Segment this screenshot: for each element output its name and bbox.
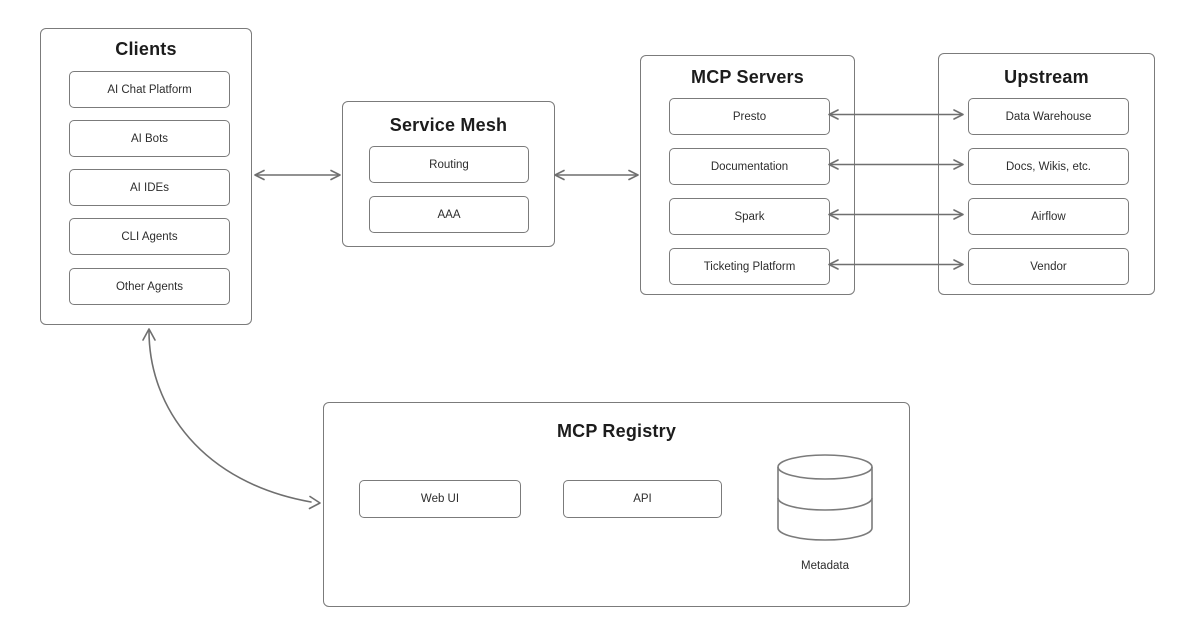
node-label: AI IDEs <box>130 181 169 194</box>
upstream-title: Upstream <box>1004 67 1089 87</box>
node-label: Spark <box>734 210 765 223</box>
node-label: AI Bots <box>130 132 169 145</box>
node-cli-agents: CLI Agents <box>69 218 230 255</box>
node-vendor: Vendor <box>968 248 1129 285</box>
service-mesh-title: Service Mesh <box>389 115 508 135</box>
node-ai-chat-platform: AI Chat Platform <box>69 71 230 108</box>
metadata-database-icon <box>770 448 880 553</box>
clients-title: Clients <box>115 39 177 59</box>
node-docs-wikis: Docs, Wikis, etc. <box>968 148 1129 185</box>
node-presto: Presto <box>669 98 830 135</box>
upstream-group: Upstream Data Warehouse Docs, Wikis, etc… <box>938 53 1155 295</box>
node-label: Other Agents <box>115 280 184 293</box>
node-label: CLI Agents <box>121 230 178 243</box>
mcp-servers-group: MCP Servers Presto Documentation Spark T… <box>640 55 855 295</box>
node-label: AI Chat Platform <box>107 83 192 96</box>
node-aaa: AAA <box>369 196 529 233</box>
mcp-registry-group: MCP Registry Web UI API <box>323 402 910 607</box>
node-data-warehouse: Data Warehouse <box>968 98 1129 135</box>
node-label: Data Warehouse <box>1005 110 1092 123</box>
node-routing: Routing <box>369 146 529 183</box>
metadata-label: Metadata <box>801 560 849 572</box>
arrow-registry-clients <box>142 328 321 510</box>
node-other-agents: Other Agents <box>69 268 230 305</box>
node-ticketing-platform: Ticketing Platform <box>669 248 830 285</box>
mcp-registry-title: MCP Registry <box>556 421 677 441</box>
node-label: Vendor <box>1030 260 1067 273</box>
node-documentation: Documentation <box>669 148 830 185</box>
node-label: Routing <box>429 158 469 171</box>
node-spark: Spark <box>669 198 830 235</box>
node-label: Airflow <box>1031 210 1066 223</box>
service-mesh-group: Service Mesh Routing AAA <box>342 101 555 247</box>
node-label: Presto <box>732 110 767 123</box>
clients-group: Clients AI Chat Platform AI Bots AI IDEs… <box>40 28 252 325</box>
node-label: Web UI <box>420 493 460 505</box>
node-label: Ticketing Platform <box>703 260 796 273</box>
arrow-servicemesh-mcpservers <box>554 169 639 181</box>
mcp-servers-title: MCP Servers <box>691 67 804 87</box>
node-ai-ides: AI IDEs <box>69 169 230 206</box>
node-label: API <box>633 493 652 505</box>
node-label: Documentation <box>710 160 789 173</box>
node-web-ui: Web UI <box>359 480 521 518</box>
node-api: API <box>563 480 722 518</box>
node-ai-bots: AI Bots <box>69 120 230 157</box>
node-airflow: Airflow <box>968 198 1129 235</box>
arrow-clients-servicemesh <box>254 169 341 181</box>
node-label: AAA <box>437 208 461 221</box>
node-label: Docs, Wikis, etc. <box>1006 160 1091 173</box>
